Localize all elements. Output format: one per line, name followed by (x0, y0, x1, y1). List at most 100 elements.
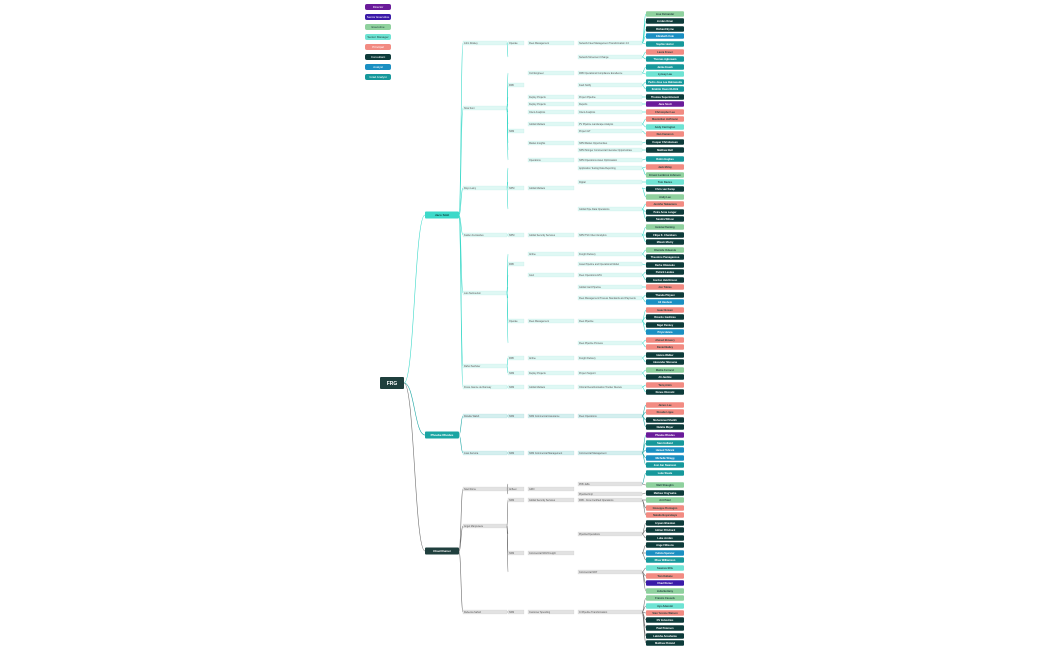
person-node[interactable]: Helena Fleming (646, 224, 684, 230)
detail-cell[interactable]: NPM (507, 185, 525, 191)
detail-cell[interactable]: Airline (527, 251, 575, 257)
person-node[interactable]: Pedro Jose Lee Balmaceda (646, 79, 684, 85)
detail-cell[interactable]: NPM (507, 232, 525, 238)
group-node[interactable]: Noel Rome (462, 486, 508, 492)
detail-cell[interactable]: Fleet Pipeline (577, 318, 643, 324)
detail-cell[interactable]: RFB (507, 261, 525, 267)
detail-cell[interactable]: Reports (577, 101, 643, 107)
person-node[interactable]: Alexander Nkosana (646, 359, 684, 365)
detail-cell[interactable]: PV Pipeline Landscape Analysis (577, 121, 643, 127)
person-node[interactable]: Theodore Pamaganosa (646, 254, 684, 260)
group-node[interactable]: Fiona Joanne de Ramsay (462, 384, 508, 390)
detail-cell[interactable]: CI Pipeline Transformation (577, 609, 643, 615)
person-node[interactable]: Muhammad Sheikh (646, 417, 684, 423)
detail-cell[interactable]: FRB Operational Compliance Excellence (577, 70, 643, 76)
detail-cell[interactable]: Operations (527, 157, 575, 163)
person-node[interactable]: Renee Okonski (646, 389, 684, 395)
group-node[interactable]: John Rowley (462, 40, 508, 46)
person-node[interactable]: Luke Steele (646, 470, 684, 476)
detail-cell[interactable]: Market Insights (527, 140, 575, 146)
person-node[interactable]: Lakisha Ansahama (646, 633, 684, 639)
person-node[interactable]: Andy Carrington (646, 124, 684, 130)
person-node[interactable]: Andy Lee (646, 194, 684, 200)
person-node[interactable]: Jon Tobias (646, 284, 684, 290)
group-node[interactable]: Luis Swinnerton (462, 290, 508, 296)
detail-cell[interactable]: Project Support (577, 370, 643, 376)
person-node[interactable]: Sophie Hector (646, 41, 684, 47)
person-node[interactable]: Derke Obianuko (646, 262, 684, 268)
person-node[interactable]: Jane Scott (646, 101, 684, 107)
detail-cell[interactable]: Govt (527, 272, 575, 278)
person-node[interactable]: Tariq Amin (646, 382, 684, 388)
detail-cell[interactable]: GRO (527, 486, 575, 492)
person-node[interactable]: Jennifer Nakamura (646, 201, 684, 207)
person-node[interactable]: Seamus Ellis (646, 565, 684, 571)
detail-cell[interactable]: NFM (507, 384, 525, 390)
person-node[interactable]: Cooper Christiansen (646, 139, 684, 145)
detail-cell[interactable]: Airline (527, 355, 575, 361)
person-node[interactable]: Natalia Boyarskaya (646, 512, 684, 518)
detail-cell[interactable]: Fleet Pipeline Process (577, 340, 643, 346)
detail-cell[interactable]: PFB Jaffa (577, 481, 643, 487)
person-node[interactable]: Lynsey Lau (646, 71, 684, 77)
person-node[interactable]: Mattia Ferracci (646, 367, 684, 373)
detail-cell[interactable]: NFM (507, 609, 525, 615)
detail-cell[interactable]: Fault Notify (577, 82, 643, 88)
detail-cell[interactable]: Pipeline/Operations (577, 531, 643, 537)
detail-cell[interactable]: NFM (507, 413, 525, 419)
person-node[interactable]: Ernest Lumbrox Johnson (646, 172, 684, 178)
person-node[interactable]: Chris van Kamp (646, 186, 684, 192)
person-node[interactable]: Nigel Parsley (646, 322, 684, 328)
detail-cell[interactable]: NFM (507, 370, 525, 376)
detail-cell[interactable]: Deploy Projects (527, 370, 575, 376)
person-node[interactable]: Natalie Mayer (646, 424, 684, 430)
detail-cell[interactable]: Digital (577, 179, 643, 185)
person-node[interactable]: Rosalie Lippe (646, 409, 684, 415)
detail-cell[interactable]: Operate (507, 318, 525, 324)
detail-cell[interactable]: Fleet Management (527, 40, 575, 46)
person-node[interactable]: Gordon Hutchinson (646, 277, 684, 283)
person-node[interactable]: Luke Jordan (646, 535, 684, 541)
detail-cell[interactable]: Clinical Decarbonisation Tracker Review (577, 384, 643, 390)
person-node[interactable]: Matthew Roland (646, 640, 684, 646)
person-node[interactable]: Jack Mclay (646, 164, 684, 170)
group-node[interactable]: Nina Soni (462, 105, 508, 111)
detail-cell[interactable]: Commercial Management (577, 450, 643, 456)
detail-cell[interactable]: RFB (507, 355, 525, 361)
person-node[interactable]: Ahmed Elmasry (646, 337, 684, 343)
person-node[interactable]: Dan Cameron (646, 131, 684, 137)
detail-cell[interactable]: Project Pipeline (577, 94, 643, 100)
detail-cell[interactable]: NFM (507, 128, 525, 134)
detail-cell[interactable]: Pipeline/Impl (577, 491, 643, 497)
detail-cell[interactable]: Airfleet (507, 486, 525, 492)
detail-cell[interactable]: NFM Commercial Assurance (527, 413, 575, 419)
person-node[interactable]: Mathew Ong'waha (646, 490, 684, 496)
detail-cell[interactable]: Project IoT (577, 128, 643, 134)
detail-cell[interactable]: Global Security Services (527, 232, 575, 238)
person-node[interactable]: Paul Petersen (646, 625, 684, 631)
detail-cell[interactable]: RFB (507, 82, 525, 88)
detail-cell[interactable]: NFM Commercial Management (527, 450, 575, 456)
person-node[interactable]: Thomas Superintenent (646, 94, 684, 100)
person-node[interactable]: Robin Hughes (646, 156, 684, 162)
person-node[interactable]: Sian Yvonne Watson (646, 610, 684, 616)
detail-cell[interactable]: Freight Delivery (577, 355, 643, 361)
detail-cell[interactable]: Deploy Projects (527, 94, 575, 100)
person-node[interactable]: DV Industries (646, 617, 684, 623)
person-node[interactable]: Felicia Spencer (646, 550, 684, 556)
person-node[interactable]: Thomas Agbowem (646, 56, 684, 62)
person-node[interactable]: Tom Davies (646, 179, 684, 185)
detail-cell[interactable]: Asset Pipeline and Operational Model (577, 261, 643, 267)
person-node[interactable]: Matt Shaughn (646, 482, 684, 488)
detail-cell[interactable]: NPM Stringer Commercial Intensive Opport… (577, 147, 643, 153)
branch-node[interactable]: Jaco Smit (425, 211, 459, 219)
person-node[interactable]: Arit Patel (646, 497, 684, 503)
group-node[interactable]: Rowdie Walsh (462, 413, 508, 419)
person-node[interactable]: Ibrahim Osworth-Kirk (646, 86, 684, 92)
person-node[interactable]: Francis Cassels (646, 595, 684, 601)
detail-cell[interactable]: Commercial NFM Freight (527, 550, 575, 556)
person-node[interactable]: Thanda Phiyani (646, 292, 684, 298)
person-node[interactable]: Maximilian Hoffmann (646, 116, 684, 122)
person-node[interactable]: James Lee (646, 402, 684, 408)
person-node[interactable]: Ayo Aderemi (646, 603, 684, 609)
